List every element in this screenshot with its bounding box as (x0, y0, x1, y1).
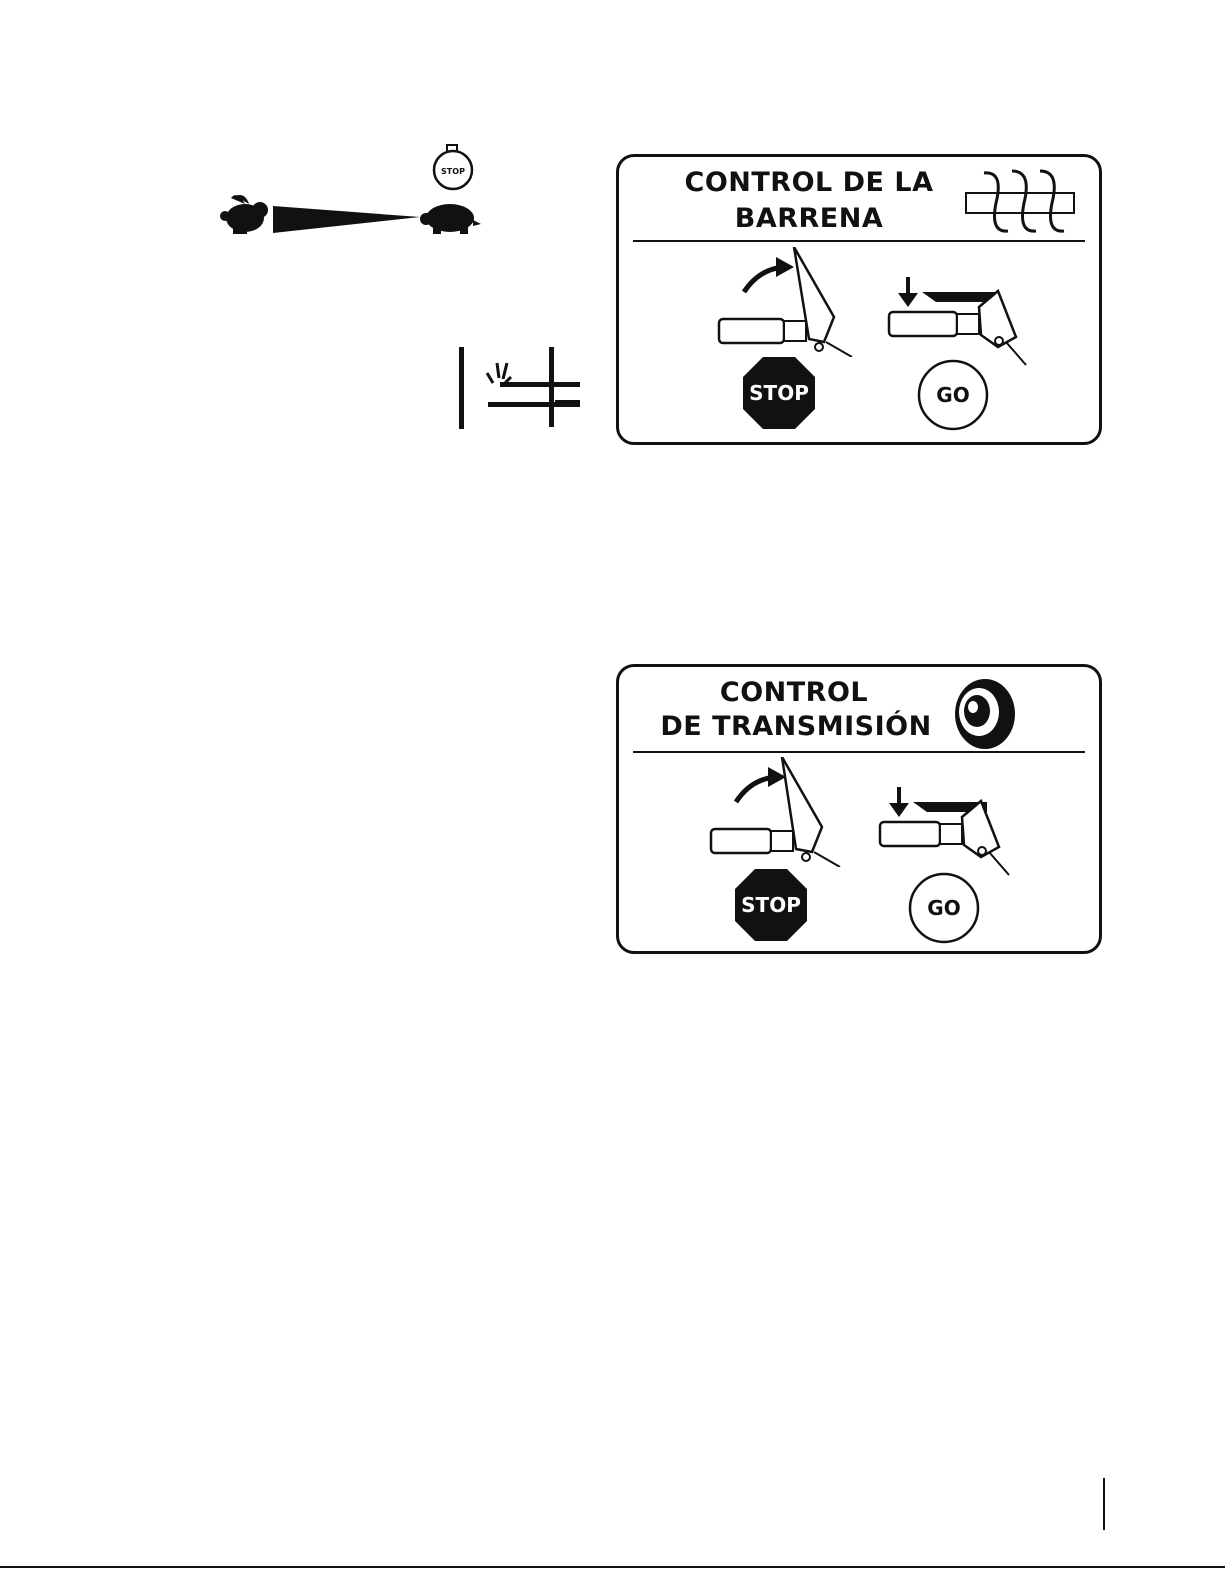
auger-decal-divider (633, 240, 1085, 242)
auger-decal-title-line2: BARRENA (649, 203, 969, 235)
go-circle-icon: GO (915, 357, 991, 433)
auger-stop-label: STOP (749, 381, 809, 405)
auger-icon (964, 163, 1079, 238)
drive-decal-title-line2: DE TRANSMISIÓN (643, 711, 949, 743)
stop-knob-label: STOP (441, 167, 465, 176)
drive-control-decal: CONTROL DE TRANSMISIÓN STOP GO (616, 664, 1102, 954)
drive-stop-label: STOP (741, 893, 801, 917)
stop-sign-icon: STOP (741, 355, 817, 431)
stop-sign-icon: STOP (733, 867, 809, 943)
handle-released-illustration (706, 757, 856, 867)
drive-decal-divider (633, 751, 1085, 753)
stop-knob-icon: STOP (434, 145, 472, 189)
handle-engaged-illustration (877, 787, 1037, 877)
speed-wedge-icon (273, 206, 420, 233)
drive-go-label: GO (927, 896, 960, 920)
chute-deflector-icon (455, 345, 590, 435)
rabbit-icon (220, 195, 268, 234)
page-bottom-rule (0, 1566, 1225, 1568)
handle-engaged-illustration (886, 277, 1046, 367)
tire-icon (947, 677, 1017, 751)
drive-decal-title-line1: CONTROL (649, 677, 939, 709)
go-circle-icon: GO (906, 870, 982, 946)
auger-control-decal: CONTROL DE LA BARRENA STOP GO (616, 154, 1102, 445)
handle-released-illustration (714, 247, 864, 357)
speed-symbol-graphic: STOP (215, 140, 485, 240)
page-margin-mark (1103, 1478, 1105, 1530)
turtle-icon (420, 204, 481, 234)
auger-decal-title-line1: CONTROL DE LA (649, 167, 969, 199)
auger-go-label: GO (936, 383, 969, 407)
